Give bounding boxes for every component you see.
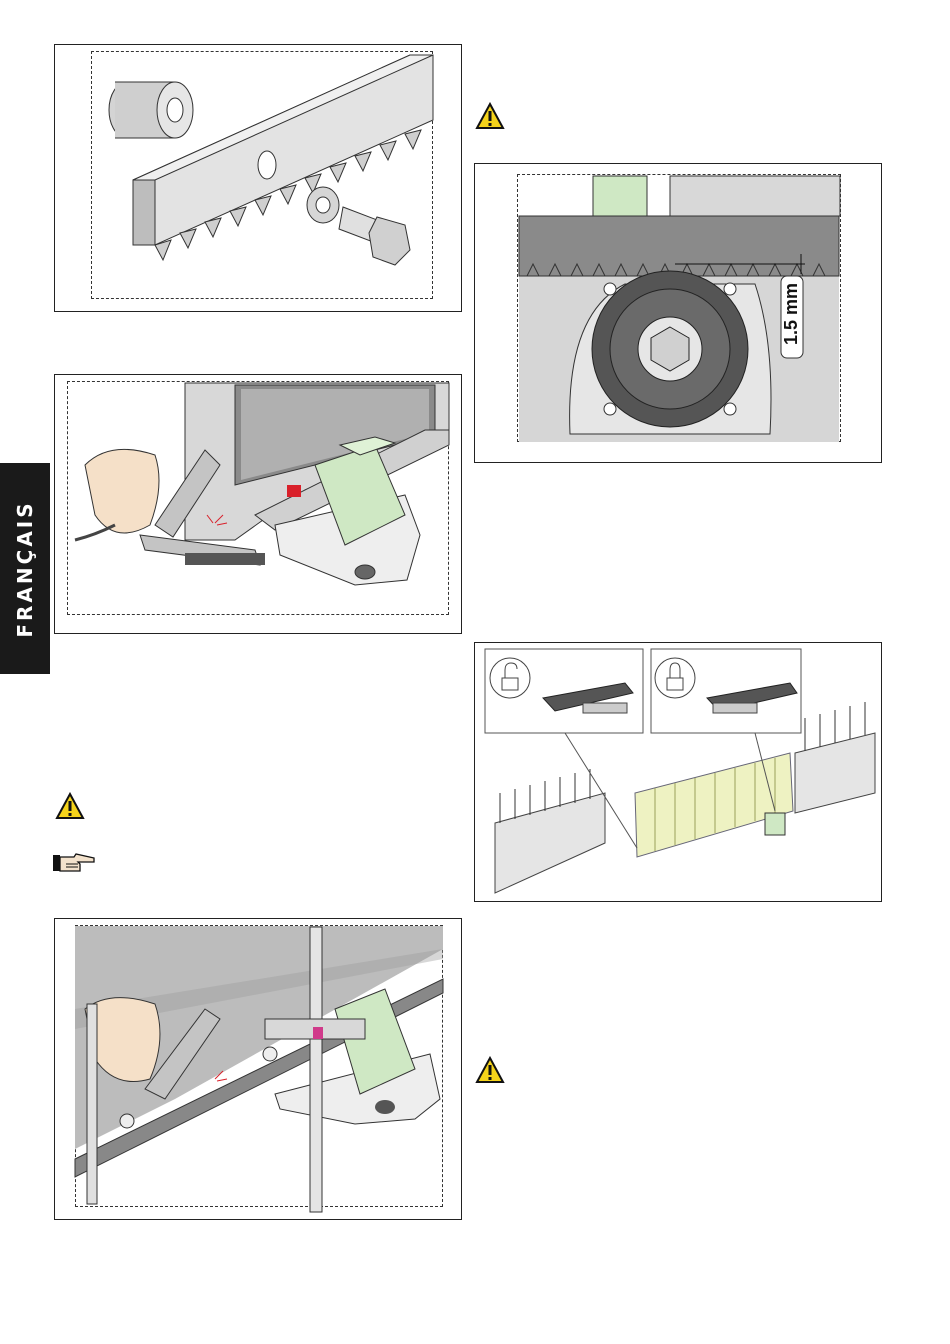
pointing-hand-icon (52, 852, 96, 874)
weld-rack-illustration (55, 375, 463, 635)
padlock-open-icon (490, 658, 530, 698)
rack-alignment-figure (54, 918, 462, 1220)
gear-clearance-figure: 1.5 mm (474, 163, 882, 463)
gear-clearance-illustration (475, 164, 883, 464)
rack-parts-illustration (55, 45, 463, 313)
lock-release-figure (474, 642, 882, 902)
warning-icon (55, 792, 85, 820)
clearance-label: 1.5 mm (781, 274, 801, 354)
rack-parts-figure (54, 44, 462, 312)
weld-rack-figure (54, 374, 462, 634)
language-tab: FRANÇAIS (0, 463, 50, 674)
language-tab-label: FRANÇAIS (13, 500, 37, 637)
warning-icon (475, 1056, 505, 1084)
warning-icon (475, 102, 505, 130)
rack-alignment-illustration (55, 919, 463, 1221)
gate-overview-illustration (475, 643, 883, 903)
padlock-closed-icon (655, 658, 695, 698)
